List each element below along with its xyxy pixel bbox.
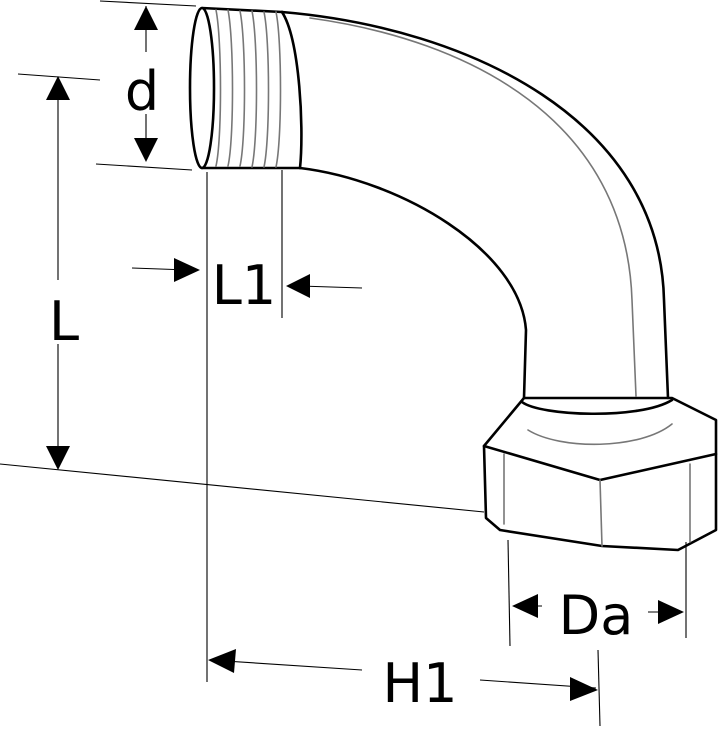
L1-arrow-right (286, 274, 310, 298)
label-L: L (49, 290, 79, 353)
label-H1: H1 (383, 652, 458, 715)
label-d: d (125, 60, 159, 123)
d-arrow-bottom (134, 138, 158, 162)
d-arrow-top (134, 6, 158, 30)
Da-arrow-right (658, 600, 684, 624)
H1-arrow-left (208, 649, 236, 673)
dimension-H1: H1 (208, 649, 601, 727)
label-Da: Da (559, 584, 634, 647)
H1-arrow-right (570, 677, 598, 701)
threaded-end (188, 6, 303, 170)
Da-arrow-left (512, 594, 538, 618)
label-L1: L1 (212, 254, 276, 317)
dimension-Da: Da (507, 539, 687, 647)
hex-nut (482, 396, 718, 552)
dimension-d: d (95, 0, 197, 171)
dimension-L: L (0, 73, 485, 513)
L-arrow-bottom (46, 446, 70, 470)
dimension-L1: L1 (131, 170, 363, 682)
L-arrow-top (46, 76, 70, 100)
elbow-pipe-body (280, 10, 674, 446)
L1-arrow-left (174, 258, 200, 282)
